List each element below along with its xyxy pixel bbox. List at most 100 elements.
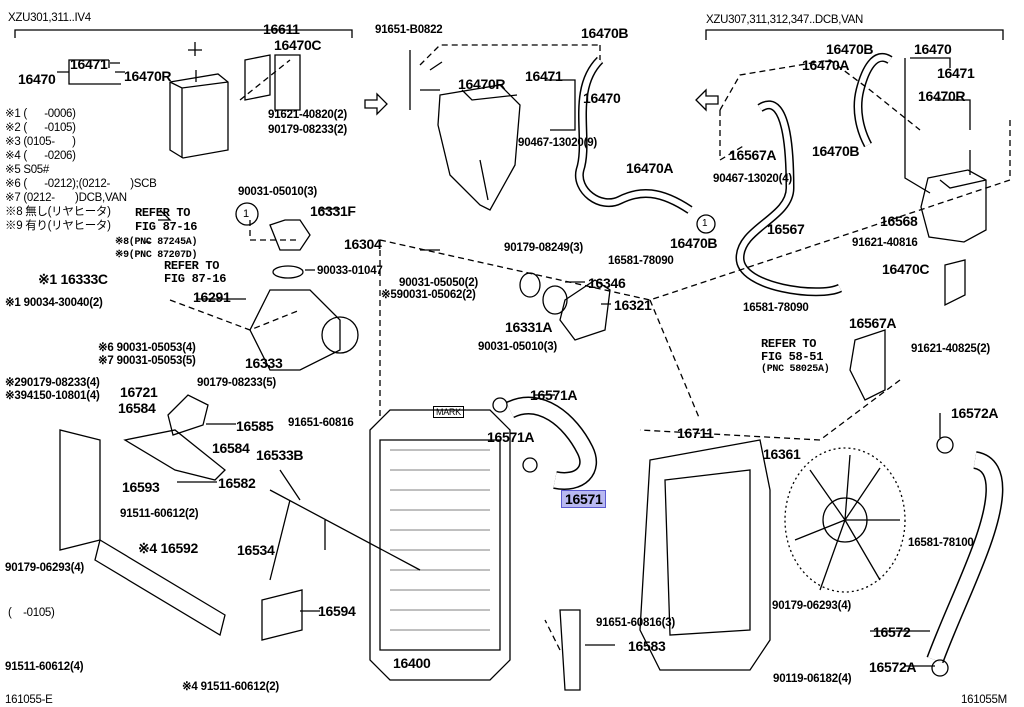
part-label[interactable]: 16584 [118,400,156,416]
reservoir-tank-right [920,150,987,243]
part-label[interactable]: 16534 [237,542,275,558]
part-label[interactable]: 16593 [122,479,160,495]
part-label[interactable]: 16571A [487,429,535,445]
part-label[interactable]: ※6 90031-05053(4) [98,342,196,354]
footnote: ※4 ( -0206) [5,150,76,162]
part-label[interactable]: 16331A [505,319,553,335]
part-label[interactable]: 16611 [263,21,300,37]
part-label[interactable]: 16581-78090 [743,302,809,314]
part-label[interactable]: 16471 [525,68,563,84]
part-label[interactable]: 90179-06293(4) [772,600,852,612]
part-label[interactable]: 90033-01047 [317,265,383,277]
part-label[interactable]: 90179-08233(5) [197,377,277,389]
part-label[interactable]: 16721 [120,384,158,400]
part-label[interactable]: 16572A [869,659,917,675]
part-label[interactable]: 16304 [344,236,382,252]
part-label[interactable]: ※394150-10801(4) [5,390,100,402]
part-label[interactable]: 16470R [458,76,506,92]
part-label[interactable]: 16400 [393,655,431,671]
part-label[interactable]: 16470R [918,88,966,104]
reference-note[interactable]: REFER TO [164,259,220,273]
mark-tag: MARK [433,406,464,418]
footnote: ※2 ( -0105) [5,122,76,134]
part-label[interactable]: 16567 [767,221,805,237]
part-label[interactable]: 16581-78090 [608,255,674,267]
part-label[interactable]: 16321 [614,297,652,313]
part-label[interactable]: ※1 16333C [38,271,108,287]
part-label[interactable]: 16361 [763,446,801,462]
part-label[interactable]: 16567A [729,147,777,163]
reference-note[interactable]: FIG 58-51 [761,350,824,364]
part-label[interactable]: 16571A [530,387,578,403]
part-label[interactable]: 16711 [677,425,714,441]
bracket-16583 [559,609,581,691]
reference-note[interactable]: REFER TO [761,337,817,351]
part-label[interactable]: 16533B [256,447,304,463]
part-label[interactable]: 16581-78100 [908,537,974,549]
part-label[interactable]: 16585 [236,418,274,434]
part-label[interactable]: 91621-40820(2) [268,109,348,121]
part-label[interactable]: 90179-08249(3) [504,242,584,254]
part-label[interactable]: 90179-08233(2) [268,124,348,136]
part-label[interactable]: 16471 [70,56,108,72]
part-label[interactable]: 91511-60612(4) [5,661,84,673]
part-label[interactable]: 16470B [581,25,629,41]
part-label[interactable]: 16471 [937,65,975,81]
reference-note[interactable]: REFER TO [135,206,191,220]
reference-note[interactable]: FIG 87-16 [164,272,227,286]
part-label[interactable]: ※7 90031-05053(5) [98,355,196,367]
part-label[interactable]: 16584 [212,440,250,456]
part-label[interactable]: 90031-05010(3) [478,341,558,353]
part-label[interactable]: 16470 [18,71,56,87]
water-inlet-16304 [269,219,311,251]
part-label[interactable]: 16568 [880,213,918,229]
part-label[interactable]: 16572 [873,624,911,640]
part-label[interactable]: 16470B [670,235,718,251]
part-label[interactable]: 16583 [628,638,666,654]
part-label[interactable]: 90031-05050(2) [399,277,479,289]
part-label-highlighted[interactable]: 16571 [561,490,607,508]
reference-note[interactable]: FIG 87-16 [135,220,198,234]
bracket-16582 [123,429,226,481]
part-label[interactable]: 91651-60816 [288,417,354,429]
part-label[interactable]: 16470B [826,41,874,57]
part-label[interactable]: ※290179-08233(4) [5,377,100,389]
part-label[interactable]: 16470 [583,90,621,106]
part-label[interactable]: 16470B [812,143,860,159]
part-label[interactable]: 91621-40825(2) [911,343,991,355]
part-label[interactable]: ※4 16592 [138,540,198,556]
figure-id: 161055M [961,694,1007,706]
part-label[interactable]: 16470R [124,68,172,84]
footnote: ※9 有り(リヤヒータ) [5,220,111,232]
part-label[interactable]: 16582 [218,475,256,491]
part-label[interactable]: 16594 [318,603,356,619]
part-label[interactable]: 91511-60612(2) [120,508,199,520]
part-label[interactable]: 16331F [310,203,356,219]
part-label[interactable]: 16470 [914,41,952,57]
pnc-note: ※8(PNC 87245A) [115,237,198,248]
cover-16594 [261,589,303,641]
part-label[interactable]: 91651-B0822 [375,24,443,36]
part-label[interactable]: 16346 [588,275,626,291]
part-label[interactable]: 91651-60816(3) [596,617,676,629]
part-label[interactable]: 16572A [951,405,999,421]
part-label[interactable]: 16470C [882,261,930,277]
part-label[interactable]: 16470A [626,160,674,176]
part-label[interactable]: 16470C [274,37,322,53]
part-label[interactable]: ※4 91511-60612(2) [182,681,280,693]
bracket-16592 [94,538,226,637]
part-label[interactable]: 16470A [802,57,850,73]
part-label[interactable]: 16291 [193,289,231,305]
part-label[interactable]: 91621-40816 [852,237,918,249]
part-label[interactable]: 90119-06182(4) [773,673,852,685]
part-label[interactable]: ※1 90034-30040(2) [5,297,103,309]
part-label[interactable]: 16333 [245,355,283,371]
part-label[interactable]: 16567A [849,315,897,331]
part-label[interactable]: 90467-13020(9) [518,137,598,149]
footnote: ※1 ( -0006) [5,108,76,120]
part-label[interactable]: 90031-05010(3) [238,186,318,198]
fan-shroud [639,439,771,671]
part-label[interactable]: 90179-06293(4) [5,562,85,574]
part-label[interactable]: 90467-13020(4) [713,173,793,185]
part-label[interactable]: ※590031-05062(2) [381,289,476,301]
